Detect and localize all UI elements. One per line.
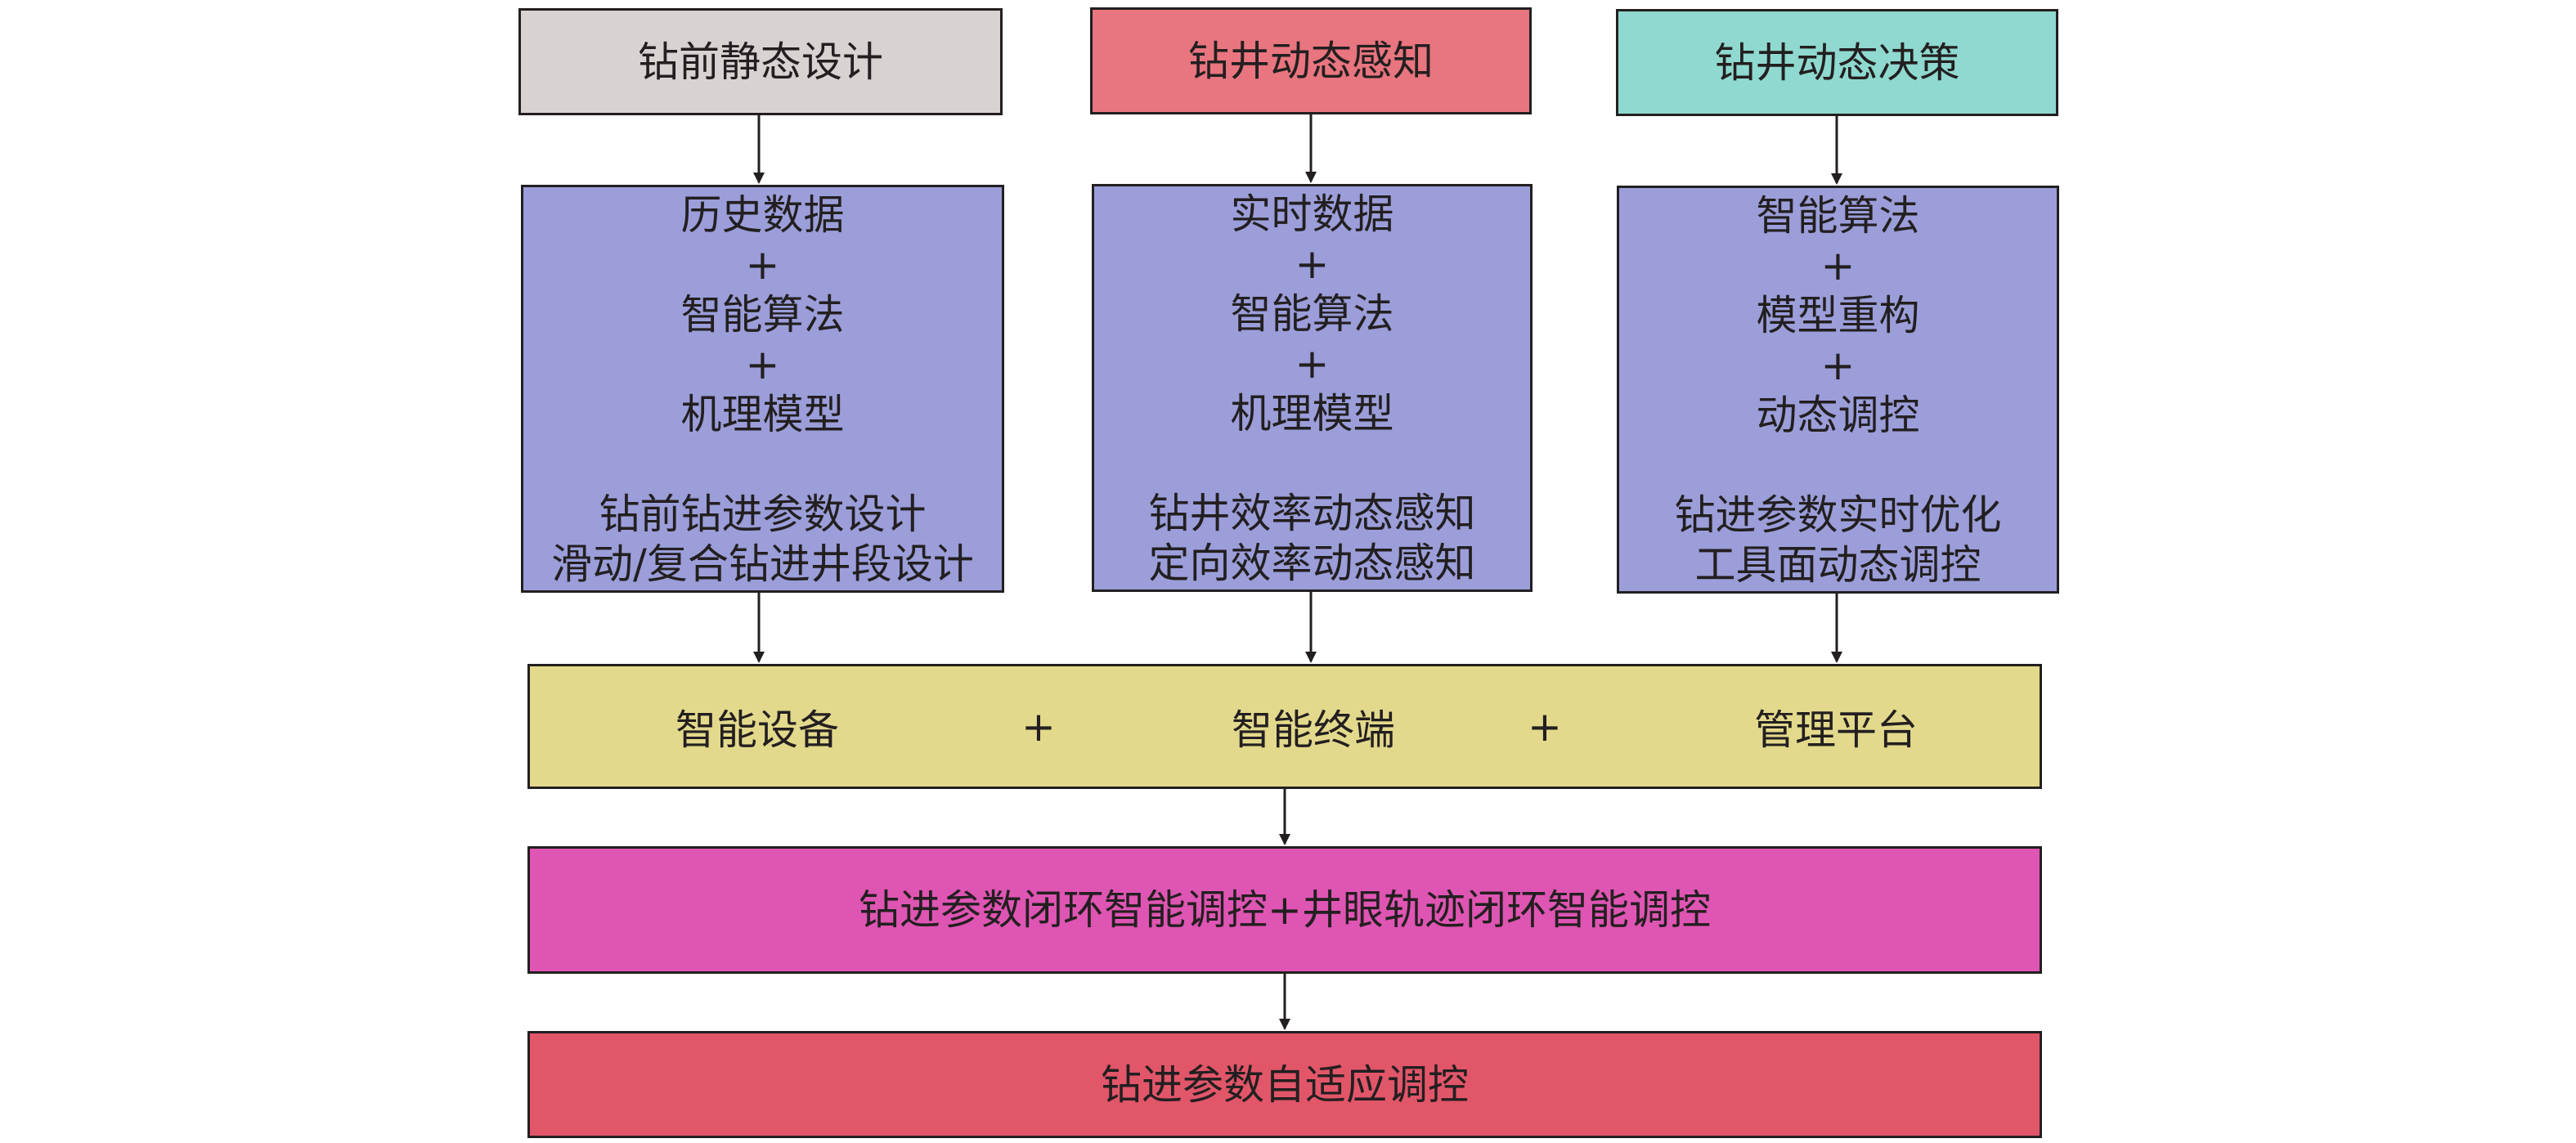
method-box-decision: 智能算法 + 模型重构 + 动态调控 钻进参数实时优化 工具面动态调控 (1617, 186, 2059, 594)
method-line: 实时数据 (1230, 190, 1394, 238)
dynamic-decision-label: 钻井动态决策 (1714, 38, 1960, 87)
method-line: 智能算法 (1230, 290, 1394, 338)
method-line: 动态调控 (1756, 392, 1920, 439)
method-plus: + (1295, 240, 1330, 288)
method-output: 工具面动态调控 (1694, 541, 1981, 589)
smart-equipment-label: 智能设备 (675, 706, 839, 754)
method-plus: + (1820, 242, 1856, 289)
smart-terminal-label: 智能终端 (1232, 706, 1395, 754)
closed-loop-box: 钻进参数闭环智能调控+井眼轨迹闭环智能调控 (527, 846, 2042, 974)
method-line: 机理模型 (1230, 390, 1394, 437)
method-output: 钻进参数实时优化 (1674, 491, 2002, 539)
adaptive-label: 钻进参数自适应调控 (1101, 1060, 1469, 1109)
adaptive-box: 钻进参数自适应调控 (527, 1031, 2042, 1138)
management-platform-label: 管理平台 (1754, 706, 1918, 754)
platform-box: 智能设备 + 智能终端 + 管理平台 (527, 664, 2042, 789)
method-plus: + (1295, 340, 1330, 388)
method-line: 历史数据 (680, 191, 845, 239)
dynamic-perception-box: 钻井动态感知 (1090, 7, 1532, 114)
dynamic-perception-label: 钻井动态感知 (1188, 37, 1434, 85)
closed-loop-label: 钻进参数闭环智能调控+井眼轨迹闭环智能调控 (859, 886, 1711, 934)
dynamic-decision-box: 钻井动态决策 (1616, 9, 2058, 116)
method-plus: + (745, 341, 780, 388)
method-plus: + (1820, 342, 1856, 389)
method-output: 滑动/复合钻进井段设计 (551, 540, 974, 588)
method-line: 模型重构 (1756, 292, 1920, 339)
method-output: 定向效率动态感知 (1148, 540, 1476, 587)
platform-plus: + (1528, 702, 1562, 751)
platform-plus: + (1021, 702, 1056, 751)
method-box-static: 历史数据 + 智能算法 + 机理模型 钻前钻进参数设计 滑动/复合钻进井段设计 (521, 185, 1004, 593)
method-output: 钻井效率动态感知 (1148, 490, 1476, 537)
method-plus: + (745, 241, 780, 289)
method-output: 钻前钻进参数设计 (599, 491, 927, 538)
method-line: 智能算法 (1756, 192, 1920, 240)
method-line: 机理模型 (680, 391, 845, 438)
method-box-perception: 实时数据 + 智能算法 + 机理模型 钻井效率动态感知 定向效率动态感知 (1092, 184, 1533, 592)
method-line: 智能算法 (680, 291, 845, 338)
static-design-label: 钻前静态设计 (638, 38, 883, 86)
static-design-box: 钻前静态设计 (518, 8, 1003, 115)
